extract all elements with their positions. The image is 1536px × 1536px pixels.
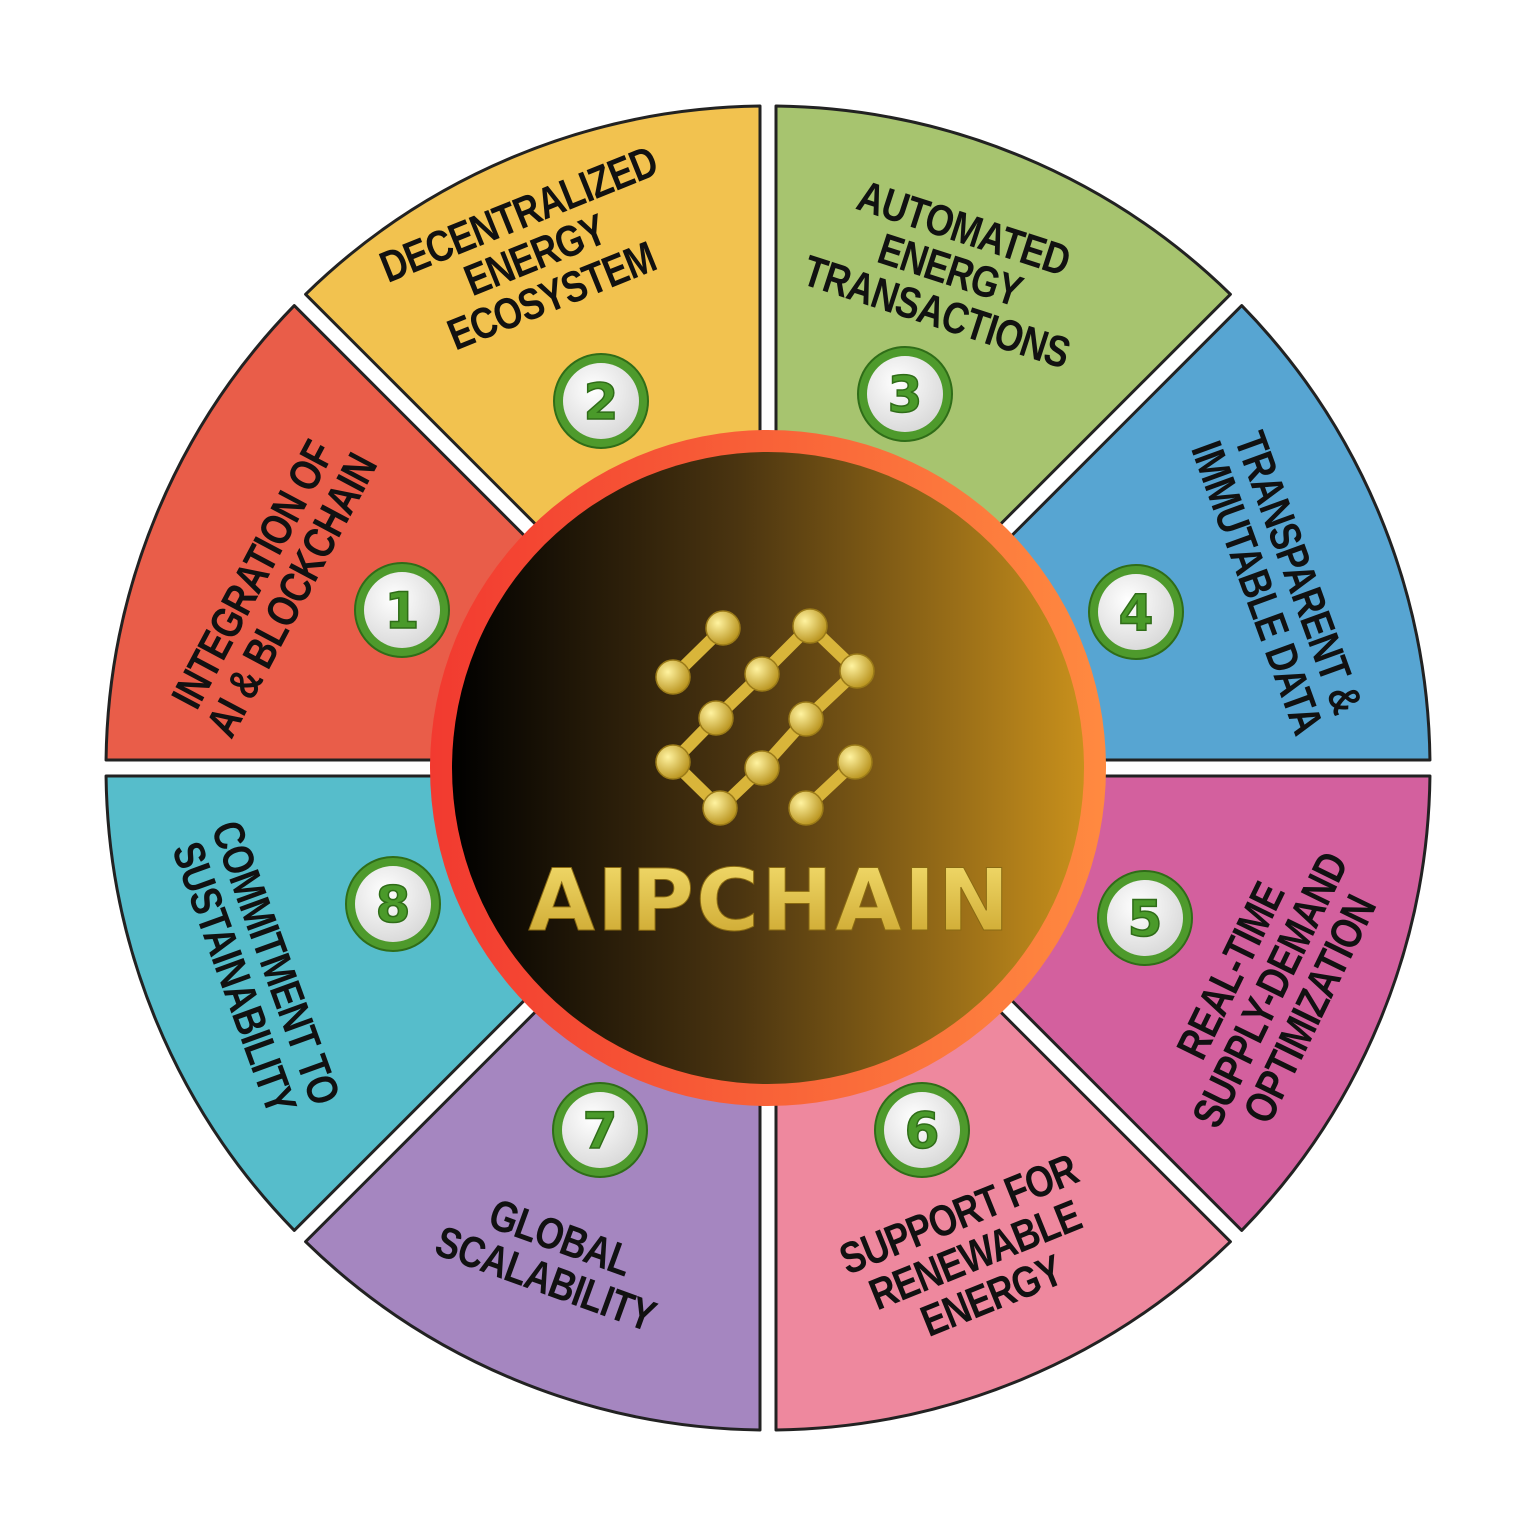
chain-node bbox=[702, 790, 738, 826]
number-badge: 8 bbox=[345, 856, 441, 952]
chain-node bbox=[698, 700, 734, 736]
badge-number: 6 bbox=[905, 1102, 940, 1160]
sectors: INTEGRATION OFAI & BLOCKCHAIN1DECENTRALI… bbox=[104, 104, 1432, 1432]
chain-node bbox=[792, 608, 828, 644]
badge-number: 2 bbox=[584, 373, 619, 431]
number-badge: 7 bbox=[552, 1082, 648, 1178]
chain-node bbox=[839, 653, 875, 689]
chain-node bbox=[655, 659, 691, 695]
number-badge: 2 bbox=[553, 353, 649, 449]
chain-node bbox=[744, 656, 780, 692]
center-hub: AIPCHAIN bbox=[430, 430, 1106, 1106]
chain-node bbox=[744, 750, 780, 786]
chain-node bbox=[788, 790, 824, 826]
number-badge: 1 bbox=[354, 562, 450, 658]
chain-node bbox=[705, 610, 741, 646]
number-badge: 5 bbox=[1097, 870, 1193, 966]
badge-face bbox=[1098, 574, 1174, 650]
number-badge: 4 bbox=[1088, 564, 1184, 660]
badge-number: 7 bbox=[583, 1102, 618, 1160]
chain-nodes-icon bbox=[655, 608, 875, 826]
badge-number: 4 bbox=[1119, 584, 1154, 642]
chain-node bbox=[788, 701, 824, 737]
chain-node bbox=[837, 744, 873, 780]
badge-face bbox=[563, 363, 639, 439]
number-badge: 3 bbox=[857, 346, 953, 442]
badge-face bbox=[1107, 880, 1183, 956]
badge-number: 5 bbox=[1128, 890, 1163, 948]
badge-face bbox=[364, 572, 440, 648]
number-badge: 6 bbox=[874, 1082, 970, 1178]
badge-face bbox=[355, 866, 431, 942]
badge-face bbox=[867, 356, 943, 432]
brand-name: AIPCHAIN bbox=[528, 851, 1011, 951]
chain-node bbox=[655, 744, 691, 780]
badge-number: 3 bbox=[888, 366, 923, 424]
badge-face bbox=[562, 1092, 638, 1168]
badge-face bbox=[884, 1092, 960, 1168]
badge-number: 8 bbox=[376, 876, 411, 934]
badge-number: 1 bbox=[385, 582, 420, 640]
